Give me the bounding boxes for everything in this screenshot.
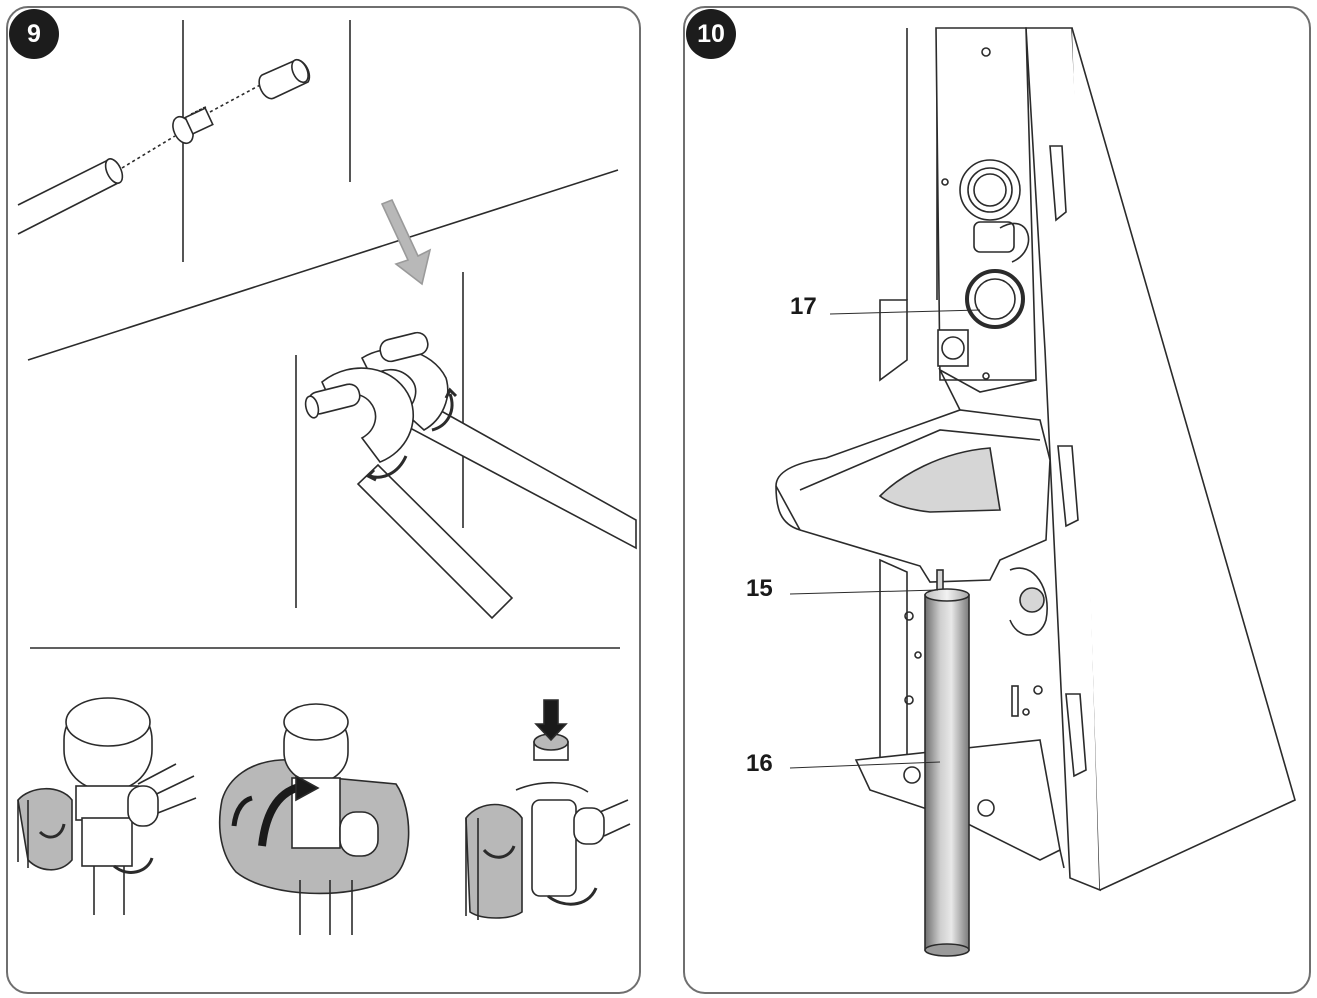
callout-17-label: 17 — [790, 293, 817, 320]
wrench-detail — [304, 331, 637, 620]
step-10-badge: 10 — [686, 9, 736, 59]
valve-insulation-step-a — [17, 697, 197, 915]
callout-15-label: 15 — [746, 575, 773, 602]
callout-16-label: 16 — [746, 750, 773, 777]
valve-insulation-step-c — [465, 699, 631, 920]
connection-17 — [937, 159, 1030, 367]
valve-insulation-step-b — [218, 703, 410, 935]
step-9-badge: 9 — [9, 9, 59, 59]
pipe-fitting-detail — [17, 58, 311, 235]
step-9-illustration — [17, 20, 637, 935]
drip-tray — [775, 368, 1051, 583]
condensate-pipe — [924, 569, 970, 957]
step-10-illustration — [775, 27, 1296, 957]
down-arrow-icon — [380, 198, 432, 286]
